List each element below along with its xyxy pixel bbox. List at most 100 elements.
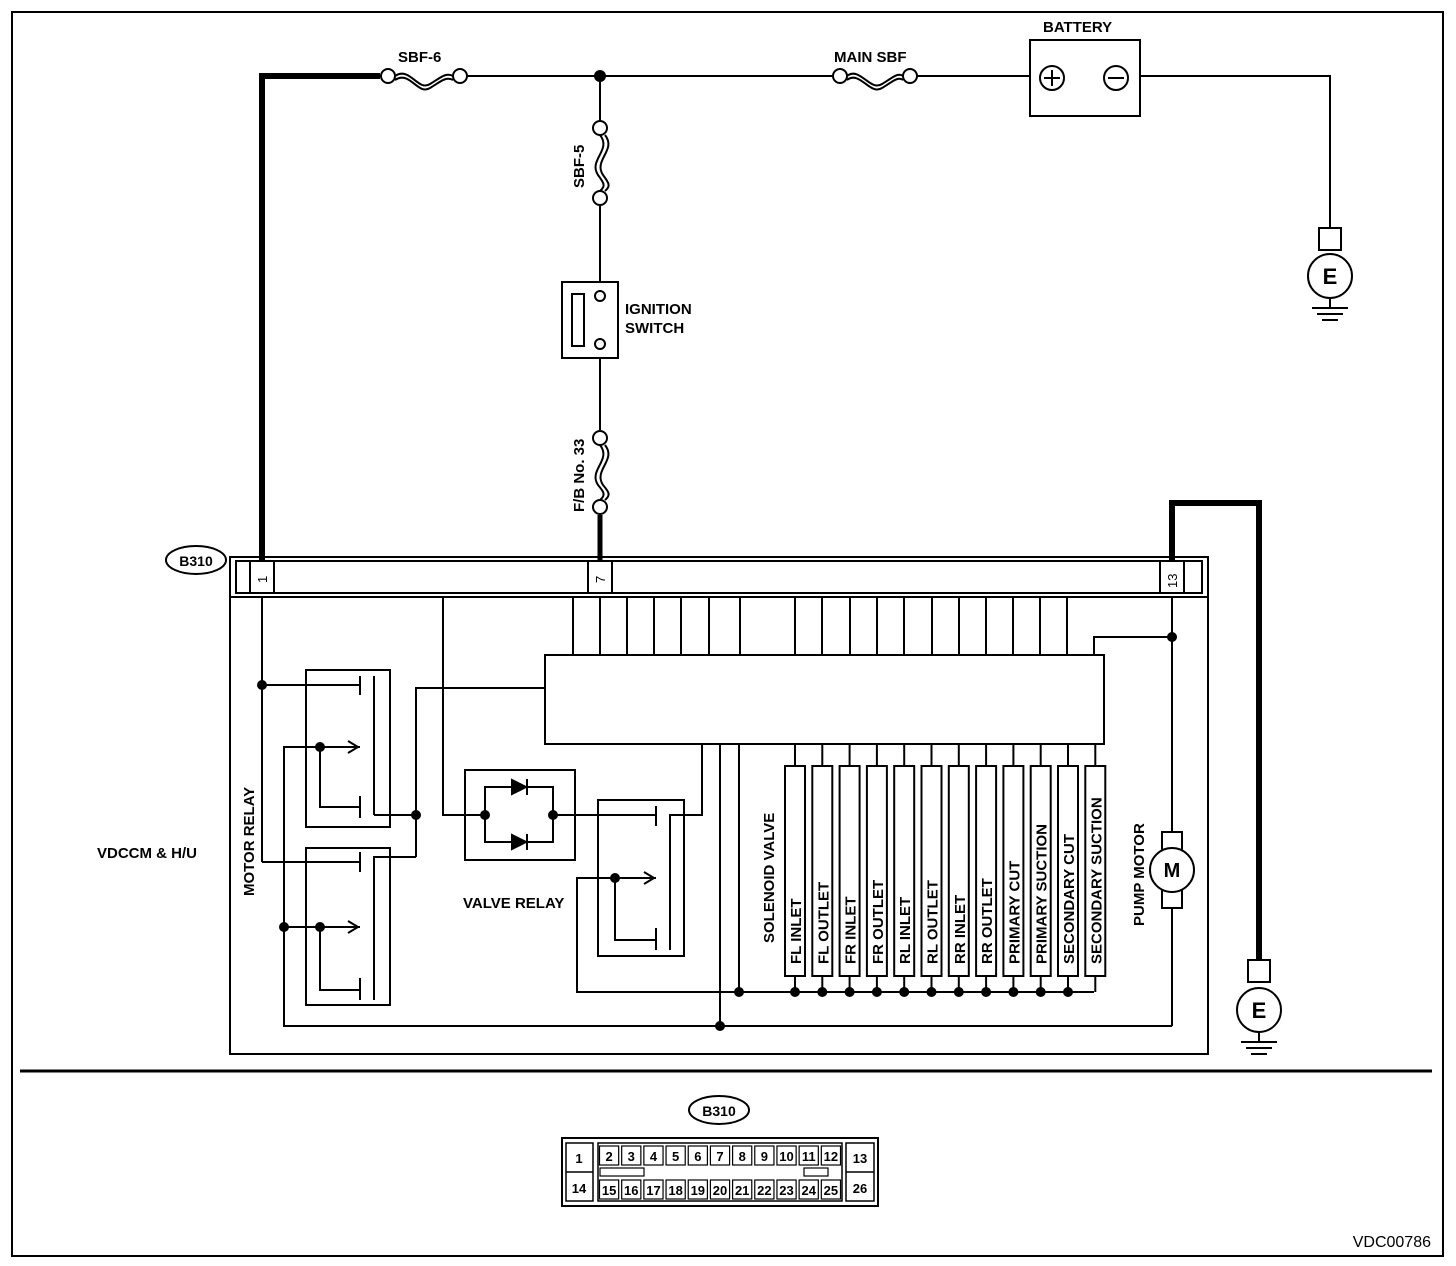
junction-dot <box>871 987 882 997</box>
connector-pin-label: 5 <box>672 1149 679 1164</box>
pin-7-label: 7 <box>593 576 608 583</box>
solenoid-label: RL INLET <box>897 897 914 964</box>
junction-dot <box>790 987 800 997</box>
connector-pin-label: 8 <box>739 1149 746 1164</box>
junction-dot <box>981 987 992 997</box>
outer-frame <box>11 11 1444 1257</box>
solenoid-label: RR INLET <box>952 895 969 964</box>
relay-arrows <box>320 740 656 934</box>
label-valve-relay: VALVE RELAY <box>463 895 564 912</box>
solenoid-label: PRIMARY CUT <box>1006 861 1023 964</box>
solenoid-label: PRIMARY SUCTION <box>1034 824 1051 964</box>
label-ignition-2: SWITCH <box>625 320 684 337</box>
connector-pin-label: 18 <box>668 1183 682 1198</box>
connector-pin-label: 14 <box>572 1181 587 1196</box>
label-ignition-1: IGNITION <box>625 301 692 318</box>
fuse-sbf5 <box>592 120 610 206</box>
junction-dot <box>1008 987 1019 997</box>
solenoid-coil <box>784 765 806 977</box>
connector-face: 1141326215316417518619720821922102311241… <box>561 1137 879 1207</box>
junction-dot <box>1063 987 1073 997</box>
label-sbf6: SBF-6 <box>398 49 441 66</box>
connector-pin-label: 10 <box>779 1149 793 1164</box>
ground-symbol-lower: E <box>1252 998 1267 1023</box>
connector-pin-label: 13 <box>853 1151 867 1166</box>
connector-pin-label: 19 <box>691 1183 705 1198</box>
label-fb33: F/B No. 33 <box>571 439 588 512</box>
connector-pin-label: 1 <box>575 1151 582 1166</box>
internal-wiring <box>261 597 1173 1027</box>
connector-pin-label: 22 <box>757 1183 771 1198</box>
solenoid-label: FL INLET <box>788 898 805 964</box>
solenoid-label: FL OUTLET <box>815 882 832 964</box>
connector-pin-label: 26 <box>853 1181 867 1196</box>
junction-dot <box>594 70 606 82</box>
figure-reference: VDC00786 <box>1353 1234 1431 1251</box>
svg-text:B310: B310 <box>702 1103 736 1119</box>
connector-pin-label: 21 <box>735 1183 749 1198</box>
solenoid-coil <box>811 765 834 977</box>
connector-badge-bottom: B310 <box>688 1095 750 1125</box>
motor-symbol: M <box>1164 860 1181 882</box>
label-motor-relay: MOTOR RELAY <box>241 787 258 896</box>
connector-pin-label: 12 <box>824 1149 838 1164</box>
solenoid-label: FR OUTLET <box>870 880 887 964</box>
solenoid-label: RL OUTLET <box>925 880 942 964</box>
label-main-sbf: MAIN SBF <box>834 49 907 66</box>
connector-pin-label: 17 <box>646 1183 660 1198</box>
solenoid-label: FR INLET <box>843 897 860 965</box>
solenoid-coil <box>865 765 888 977</box>
pin-13-label: 13 <box>1165 574 1180 588</box>
connector-pin-label: 9 <box>761 1149 768 1164</box>
supply-wiring <box>259 73 1331 960</box>
junction-dot <box>817 987 828 997</box>
vdccm-box <box>229 596 1209 1055</box>
ignition-switch <box>561 281 619 359</box>
solenoid-coil <box>1002 765 1025 977</box>
connector-pin-label: 16 <box>624 1183 638 1198</box>
label-solenoid-valve: SOLENOID VALVE <box>761 813 778 943</box>
connector-pin-label: 23 <box>779 1183 793 1198</box>
solenoid-coil <box>947 765 970 977</box>
connector-strip <box>229 556 1209 598</box>
connector-pin-label: 4 <box>650 1149 658 1164</box>
solenoid-label: SECONDARY SUCTION <box>1088 797 1105 964</box>
solenoid-coil <box>1057 765 1079 977</box>
pump-motor <box>1149 831 1195 909</box>
solenoid-coil <box>893 765 916 977</box>
label-pump-motor: PUMP MOTOR <box>1131 823 1148 926</box>
svg-text:B310: B310 <box>179 553 213 569</box>
solenoid-coil <box>1029 765 1052 977</box>
diodes <box>511 778 529 851</box>
solenoid-bank: FL INLET FL OUTLET FR INLET FR OUTLET RL INL… <box>784 744 1107 997</box>
ecu-block <box>544 654 1105 745</box>
connector-pin-label: 15 <box>602 1183 616 1198</box>
connector-pin-label: 25 <box>824 1183 838 1198</box>
junction-dot <box>953 987 964 997</box>
connector-pin-label: 24 <box>801 1183 816 1198</box>
connector-badge-top: B310 <box>165 545 227 575</box>
label-vdccm: VDCCM & H/U <box>97 845 197 862</box>
pin-1-label: 1 <box>255 576 270 583</box>
junction-dot <box>844 987 855 997</box>
solenoid-coil <box>920 765 943 977</box>
fuse-main-sbf <box>832 68 918 91</box>
ground-upper <box>1307 227 1353 321</box>
connector-face-outline <box>561 1137 879 1207</box>
label-battery: BATTERY <box>1043 19 1112 36</box>
fuse-sbf6 <box>380 68 468 91</box>
solenoid-label: SECONDARY CUT <box>1061 834 1078 964</box>
solenoid-coil <box>1084 765 1107 977</box>
label-sbf5: SBF-5 <box>571 145 588 188</box>
connector-pin-label: 3 <box>628 1149 635 1164</box>
battery <box>1029 39 1141 117</box>
solenoid-coil <box>838 765 861 977</box>
ground-symbol-upper: E <box>1323 264 1338 289</box>
solenoid-coil <box>975 765 998 977</box>
connector-pin-label: 7 <box>716 1149 723 1164</box>
solenoid-label: RR OUTLET <box>979 878 996 964</box>
connector-pin-label: 11 <box>802 1149 816 1164</box>
connector-pin-label: 6 <box>694 1149 701 1164</box>
ecu-top-pins <box>572 597 1068 655</box>
